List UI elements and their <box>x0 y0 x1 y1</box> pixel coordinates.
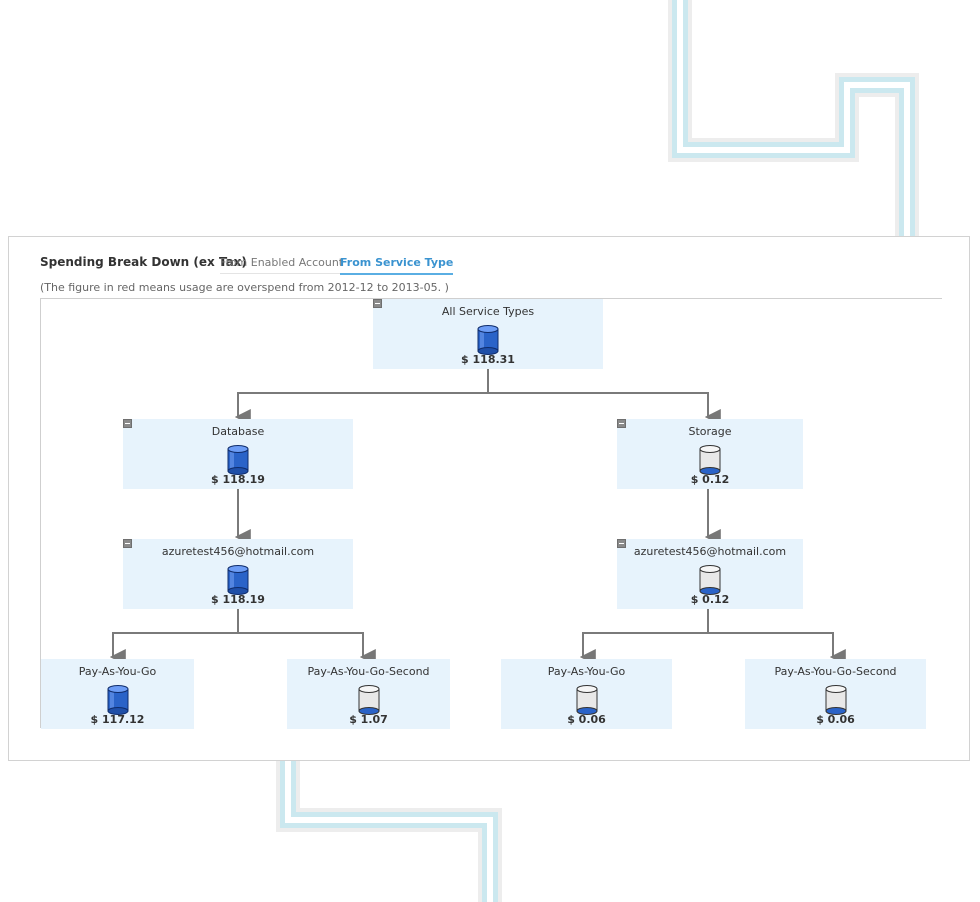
node-value: $ 0.12 <box>690 473 730 486</box>
spending-breakdown-panel: Spending Break Down (ex Tax) From Enable… <box>8 236 970 761</box>
node-label: Database <box>211 425 265 438</box>
panel-title: Spending Break Down (ex Tax) <box>40 255 247 269</box>
tree-node-storage-payg-second[interactable]: Pay-As-You-Go-Second $ 0.06 <box>745 659 926 729</box>
tree-node-all-service-types[interactable]: All Service Types $ 118.31 <box>373 299 603 369</box>
database-cylinder-full-icon <box>227 445 249 475</box>
node-label: azuretest456@hotmail.com <box>633 545 787 558</box>
tree-node-storage-payg[interactable]: Pay-As-You-Go $ 0.06 <box>501 659 672 729</box>
tree-node-database-account[interactable]: azuretest456@hotmail.com $ 118.19 <box>123 539 353 609</box>
node-value: $ 117.12 <box>90 713 145 726</box>
node-value: $ 118.31 <box>461 353 515 366</box>
tab-from-service-type[interactable]: From Service Type <box>340 256 454 275</box>
database-cylinder-low-icon <box>699 445 721 475</box>
service-type-tree: All Service Types $ 118.31 Database $ 11… <box>40 298 942 729</box>
database-cylinder-low-icon <box>699 565 721 595</box>
database-cylinder-low-icon <box>825 685 846 715</box>
collapse-toggle-icon[interactable] <box>373 299 382 308</box>
node-label: Pay-As-You-Go-Second <box>307 665 430 678</box>
database-cylinder-full-icon <box>227 565 249 595</box>
tree-connectors <box>109 369 846 665</box>
tree-node-database-payg-second[interactable]: Pay-As-You-Go-Second $ 1.07 <box>287 659 450 729</box>
tree-node-database-payg[interactable]: Pay-As-You-Go $ 117.12 <box>41 659 194 729</box>
collapse-toggle-icon[interactable] <box>123 539 132 548</box>
overspend-note: (The figure in red means usage are overs… <box>40 281 449 294</box>
collapse-toggle-icon[interactable] <box>617 539 626 548</box>
node-label: Pay-As-You-Go <box>547 665 626 678</box>
database-cylinder-low-icon <box>358 685 379 715</box>
tree-node-storage[interactable]: Storage $ 0.12 <box>617 419 803 489</box>
database-cylinder-low-icon <box>576 685 597 715</box>
node-label: Storage <box>688 425 732 438</box>
database-cylinder-full-icon <box>477 325 499 355</box>
collapse-toggle-icon[interactable] <box>617 419 626 428</box>
node-label: azuretest456@hotmail.com <box>161 545 315 558</box>
node-label: All Service Types <box>441 305 535 318</box>
node-value: $ 118.19 <box>211 473 265 486</box>
tree-node-database[interactable]: Database $ 118.19 <box>123 419 353 489</box>
database-cylinder-full-icon <box>107 685 128 715</box>
node-value: $ 0.06 <box>816 713 855 726</box>
tab-from-enabled-account[interactable]: From Enabled Account <box>220 256 344 274</box>
node-value: $ 0.06 <box>567 713 606 726</box>
node-value: $ 1.07 <box>349 713 388 726</box>
node-label: Pay-As-You-Go-Second <box>774 665 897 678</box>
node-value: $ 118.19 <box>211 593 265 606</box>
collapse-toggle-icon[interactable] <box>123 419 132 428</box>
node-value: $ 0.12 <box>690 593 730 606</box>
tree-node-storage-account[interactable]: azuretest456@hotmail.com $ 0.12 <box>617 539 803 609</box>
node-label: Pay-As-You-Go <box>78 665 157 678</box>
